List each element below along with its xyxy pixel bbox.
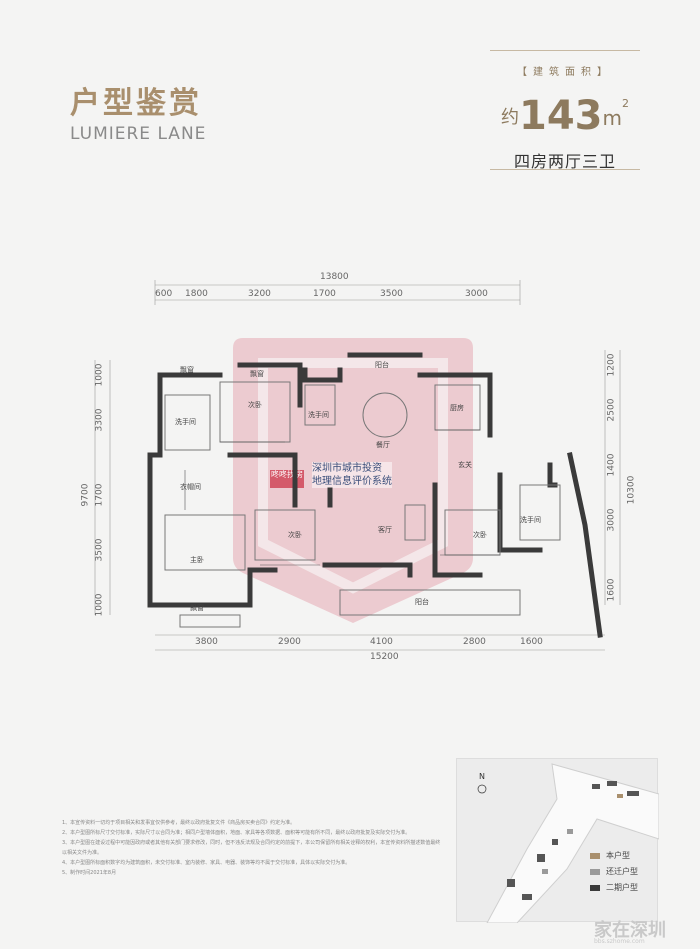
legend-item-this-unit: 本户型 [590, 850, 638, 861]
dim-left-total: 9700 [80, 483, 91, 507]
corner-watermark-url: bbs.szhome.com [594, 938, 645, 945]
dim-left-3: 1700 [94, 483, 105, 507]
corner-watermark-logo: 家在深圳 [594, 920, 666, 941]
compass-icon [477, 784, 487, 794]
note-line: 5、制作时间2021年8月 [62, 870, 117, 876]
dim-right-3: 1400 [606, 453, 617, 477]
disclaimer-notes: 1、本宣传资料一切均于项目相关和发事宜仅供参考，最终以政府批复文件《商品房买卖合… [62, 818, 442, 878]
dim-right-total: 10300 [626, 475, 637, 505]
floor-plan-drawing [94, 280, 621, 651]
watermark-text: 深圳市城市投资 地理信息评价系统 [312, 462, 392, 488]
room-bay-window-1: 飘窗 [180, 366, 194, 374]
legend-item-relocation-unit: 还迁户型 [590, 866, 638, 877]
page-subtitle: LUMIERE LANE [70, 124, 207, 144]
room-bath-3: 洗手间 [520, 516, 541, 524]
legend-swatch [590, 868, 600, 875]
room-bedroom-2: 次卧 [248, 401, 262, 409]
dim-right-4: 3000 [606, 508, 617, 532]
area-unit-superscript: 2 [621, 97, 629, 110]
dim-top-6: 3000 [465, 289, 488, 299]
layout-type: 四房两厅三卫 [513, 152, 616, 171]
dim-bottom-4: 2800 [463, 637, 486, 647]
area-number: 143 [519, 93, 603, 139]
room-dining: 餐厅 [376, 441, 390, 449]
room-bedroom-4: 次卧 [473, 531, 487, 539]
legend-swatch [590, 884, 600, 891]
site-map: N [456, 758, 660, 924]
area-info-box: 【建筑面积】 约143m2 四房两厅三卫 [490, 50, 640, 171]
room-closet: 衣帽间 [180, 483, 201, 491]
watermark-line-1: 深圳市城市投资 [312, 463, 382, 474]
page-title: 户型鉴赏 [70, 86, 202, 121]
area-label: 【建筑面积】 [517, 67, 613, 78]
dim-bottom-total: 15200 [370, 652, 399, 662]
site-map-legend: 本户型 还迁户型 二期户型 [590, 850, 638, 898]
north-label: N [479, 772, 485, 781]
note-line: 4、本户型图所标面积数字均为建筑面积，未交付标准、室内装修、家具、电器、装饰等均… [62, 860, 351, 866]
room-bedroom-3: 次卧 [288, 531, 302, 539]
room-living: 客厅 [378, 526, 392, 534]
room-kitchen: 厨房 [450, 404, 464, 412]
dim-bottom-3: 4100 [370, 637, 393, 647]
dim-top-4: 1700 [313, 289, 336, 299]
area-prefix: 约 [501, 107, 519, 128]
dim-bottom-5: 1600 [520, 637, 543, 647]
dim-right-5: 1600 [606, 578, 617, 602]
legend-label: 二期户型 [606, 883, 638, 892]
note-line: 1、本宣传资料一切均于项目相关和发事宜仅供参考，最终以政府批复文件《商品房买卖合… [62, 820, 296, 826]
room-balcony-top: 阳台 [375, 361, 389, 369]
dim-left-5: 1000 [94, 593, 105, 617]
room-bath-2: 洗手间 [308, 411, 329, 419]
dim-top-2: 1800 [185, 289, 208, 299]
room-entrance: 玄关 [458, 461, 472, 469]
dim-right-1: 1200 [606, 353, 617, 377]
room-bay-window-2: 飘窗 [250, 370, 264, 378]
room-balcony: 阳台 [415, 598, 429, 606]
site-map-drawing: N [477, 763, 660, 924]
area-unit: m [602, 106, 622, 130]
dim-top-3: 3200 [248, 289, 271, 299]
note-line: 3、本户型图在建设过程中可能因政府或者其他有关部门要求修改，同时，但不违反法规及… [62, 840, 441, 856]
dim-bottom-1: 3800 [195, 637, 218, 647]
area-value: 约143m2 [490, 82, 640, 146]
dim-left-1: 1000 [94, 363, 105, 387]
dim-top-1: 600 [155, 289, 173, 299]
dim-left-4: 3500 [94, 538, 105, 562]
room-master-bedroom: 主卧 [190, 556, 204, 564]
dim-bottom-2: 2900 [278, 637, 301, 647]
floor-plan: 13800 600 1800 3200 1700 3500 3000 3800 … [80, 272, 660, 670]
legend-item-phase2-unit: 二期户型 [590, 882, 638, 893]
dim-top-5: 3500 [380, 289, 403, 299]
legend-label: 本户型 [606, 851, 630, 860]
dim-right-2: 2500 [606, 398, 617, 422]
room-bay-window-3: 飘窗 [190, 604, 204, 612]
watermark-line-2: 地理信息评价系统 [312, 476, 392, 487]
legend-label: 还迁户型 [606, 867, 638, 876]
room-bath-1: 洗手间 [175, 418, 196, 426]
dim-left-2: 3300 [94, 408, 105, 432]
legend-swatch [590, 852, 600, 859]
dim-top-total: 13800 [320, 272, 349, 282]
note-line: 2、本户型图所标尺寸交付标准，实际尺寸以合同为准；相同户型墙体面积，地面、家具等… [62, 830, 411, 836]
